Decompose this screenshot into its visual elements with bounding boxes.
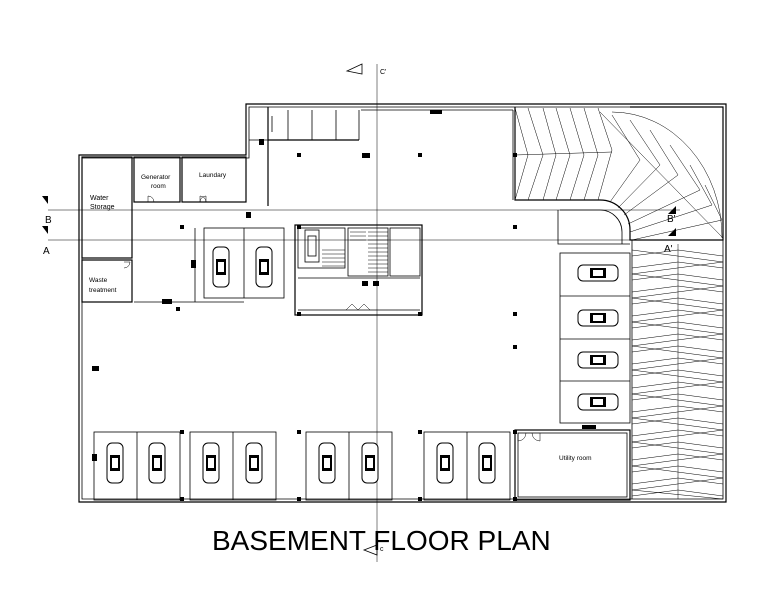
section-lines: B A B' A' C' c: [42, 63, 680, 562]
car-icon: [318, 442, 336, 484]
laundary-room: [181, 156, 247, 203]
water-storage-room: [81, 156, 133, 259]
generator-room-label-1: Generator: [141, 174, 171, 181]
cars: [106, 246, 619, 484]
bottom-parking-bays: [93, 431, 511, 501]
utility-room: Utility room: [514, 429, 631, 501]
generator-room-label-2: room: [151, 183, 166, 190]
outer-walls: [78, 103, 727, 503]
car-icon: [577, 351, 619, 369]
section-a-left-label: A: [43, 246, 50, 257]
car-icon: [255, 246, 273, 288]
utility-room-label: Utility room: [559, 455, 592, 462]
water-storage-label-2: Storage: [90, 204, 115, 211]
waste-treatment-label-2: treatment: [89, 287, 117, 294]
car-icon: [577, 309, 619, 327]
laundary-label: Laundary: [199, 172, 227, 179]
car-icon: [148, 442, 166, 484]
car-icon: [212, 246, 230, 288]
center-parking: [134, 227, 285, 304]
section-c-bottom-label: c: [380, 546, 384, 553]
stair-core: [294, 224, 423, 316]
generator-room: [133, 156, 181, 203]
car-icon: [202, 442, 220, 484]
section-b-right-label: B': [667, 214, 676, 225]
waste-treatment-room: [81, 259, 133, 303]
section-a-right-label: A': [664, 244, 673, 255]
section-c-top-label: C': [380, 69, 386, 76]
waste-treatment-label-1: Waste: [89, 277, 108, 284]
section-b-left-label: B: [45, 215, 52, 226]
right-parking-bays: [559, 252, 631, 424]
left-rooms: Water Storage Generator room Laundary Wa…: [81, 156, 247, 303]
car-icon: [436, 442, 454, 484]
car-icon: [361, 442, 379, 484]
car-icon: [478, 442, 496, 484]
car-icon: [577, 264, 619, 282]
right-ramp: [631, 240, 724, 500]
car-icon: [245, 442, 263, 484]
top-parking-area: [246, 107, 514, 218]
plan-title: BASEMENT FLOOR PLAN: [212, 525, 551, 556]
columns: [92, 153, 596, 501]
water-storage-label-1: Water: [90, 195, 109, 202]
spiral-ramp: [514, 106, 724, 245]
car-icon: [577, 393, 619, 411]
car-icon: [106, 442, 124, 484]
